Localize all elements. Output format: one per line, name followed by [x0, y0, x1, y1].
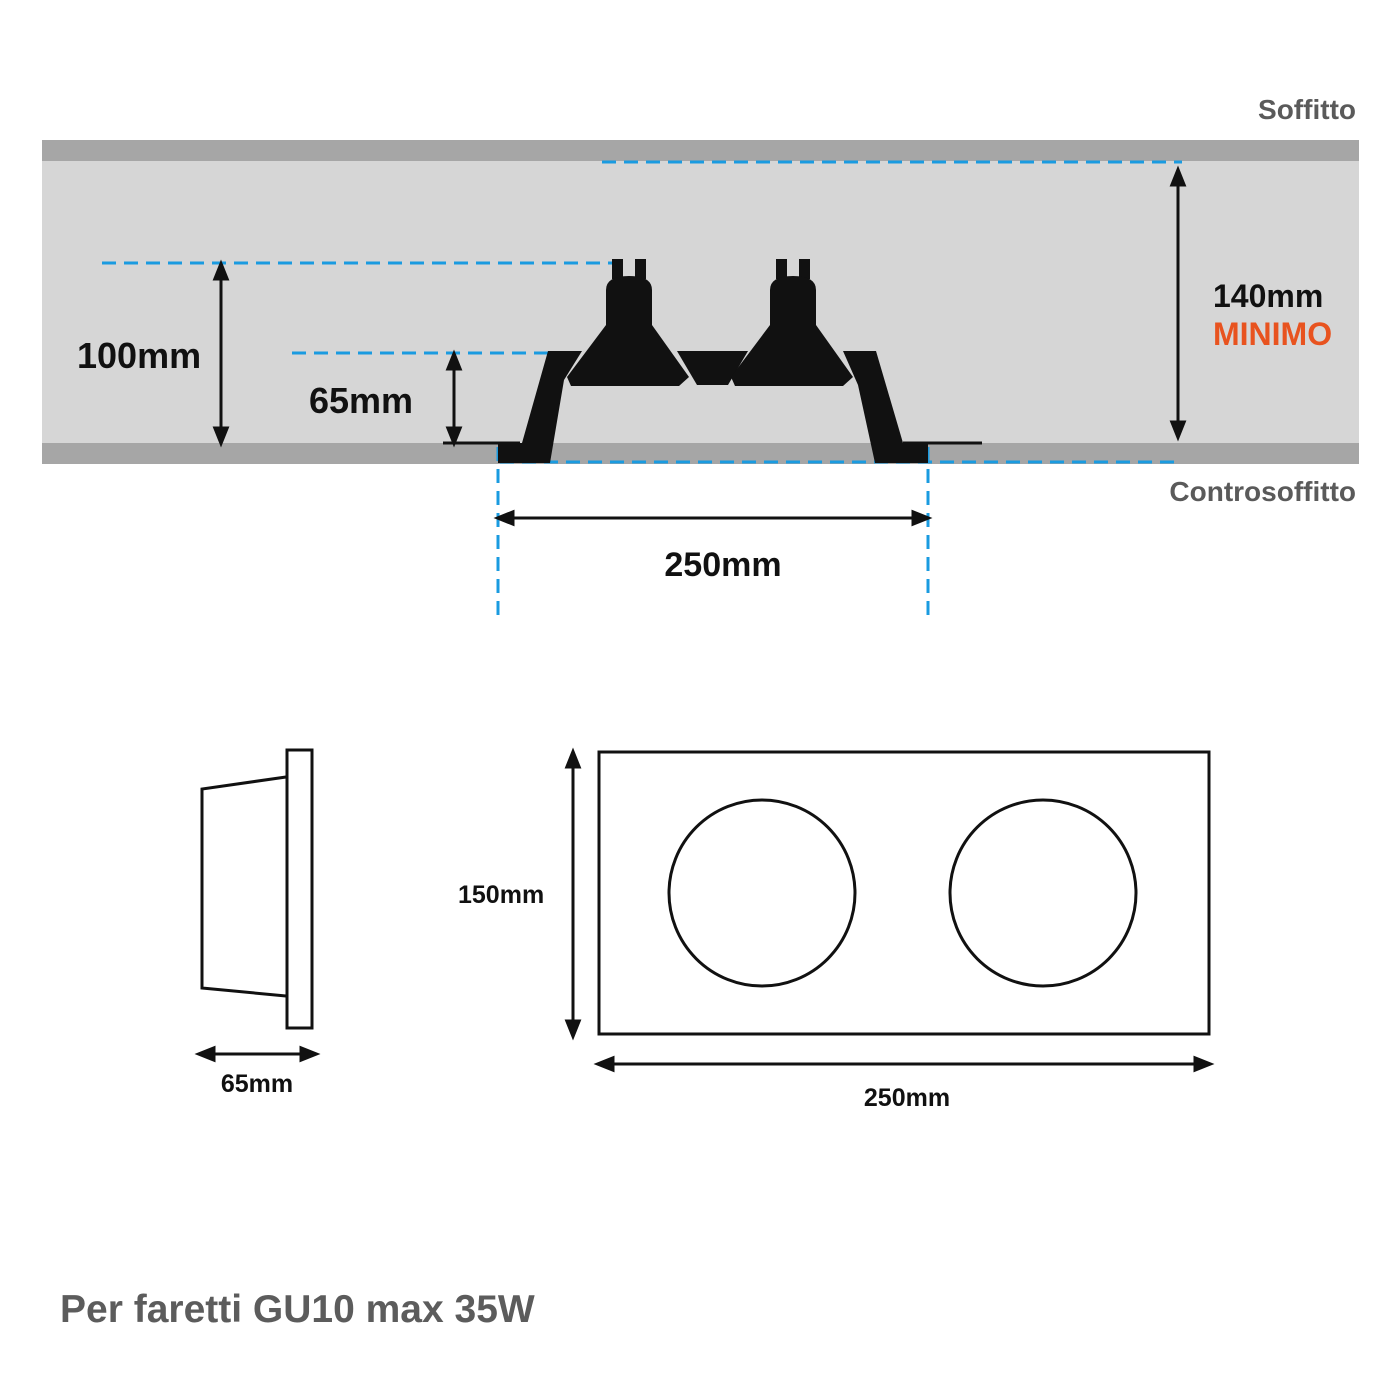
spot-hole-left — [667, 798, 857, 988]
fixture-center-bridge — [677, 351, 748, 385]
front-width-label: 250mm — [864, 1084, 950, 1112]
gu10-bulb-icon — [731, 259, 853, 386]
front-view-frame — [597, 750, 1211, 1036]
footer-note: Per faretti GU10 max 35W — [60, 1288, 535, 1331]
fixture-right-wall — [843, 351, 928, 463]
side-view-frame — [285, 748, 314, 1030]
ceiling-cavity — [42, 160, 1359, 443]
section-view: Soffitto Controsoffitto 100mm 65mm 140mm… — [42, 94, 1359, 618]
ceiling-label: Soffitto — [1258, 94, 1356, 125]
fixture-left-wall — [498, 351, 582, 463]
cutout-width-label: 250mm — [664, 546, 781, 584]
front-height-label: 150mm — [458, 881, 544, 909]
side-view-body — [200, 775, 287, 998]
gu10-bulb-icon — [567, 259, 689, 386]
false-ceiling-label: Controsoffitto — [1169, 476, 1356, 507]
depth-100-label: 100mm — [77, 335, 201, 376]
min-height-note: MINIMO — [1213, 316, 1332, 352]
depth-65-label: 65mm — [309, 380, 413, 421]
spot-hole-right — [948, 798, 1138, 988]
front-view — [564, 747, 1215, 1073]
side-view — [194, 748, 321, 1063]
false-ceiling-slab — [42, 443, 1359, 464]
reference-guides — [102, 160, 1182, 618]
ceiling-slab — [42, 140, 1359, 161]
side-depth-label: 65mm — [221, 1070, 293, 1098]
min-height-value: 140mm — [1213, 278, 1323, 314]
